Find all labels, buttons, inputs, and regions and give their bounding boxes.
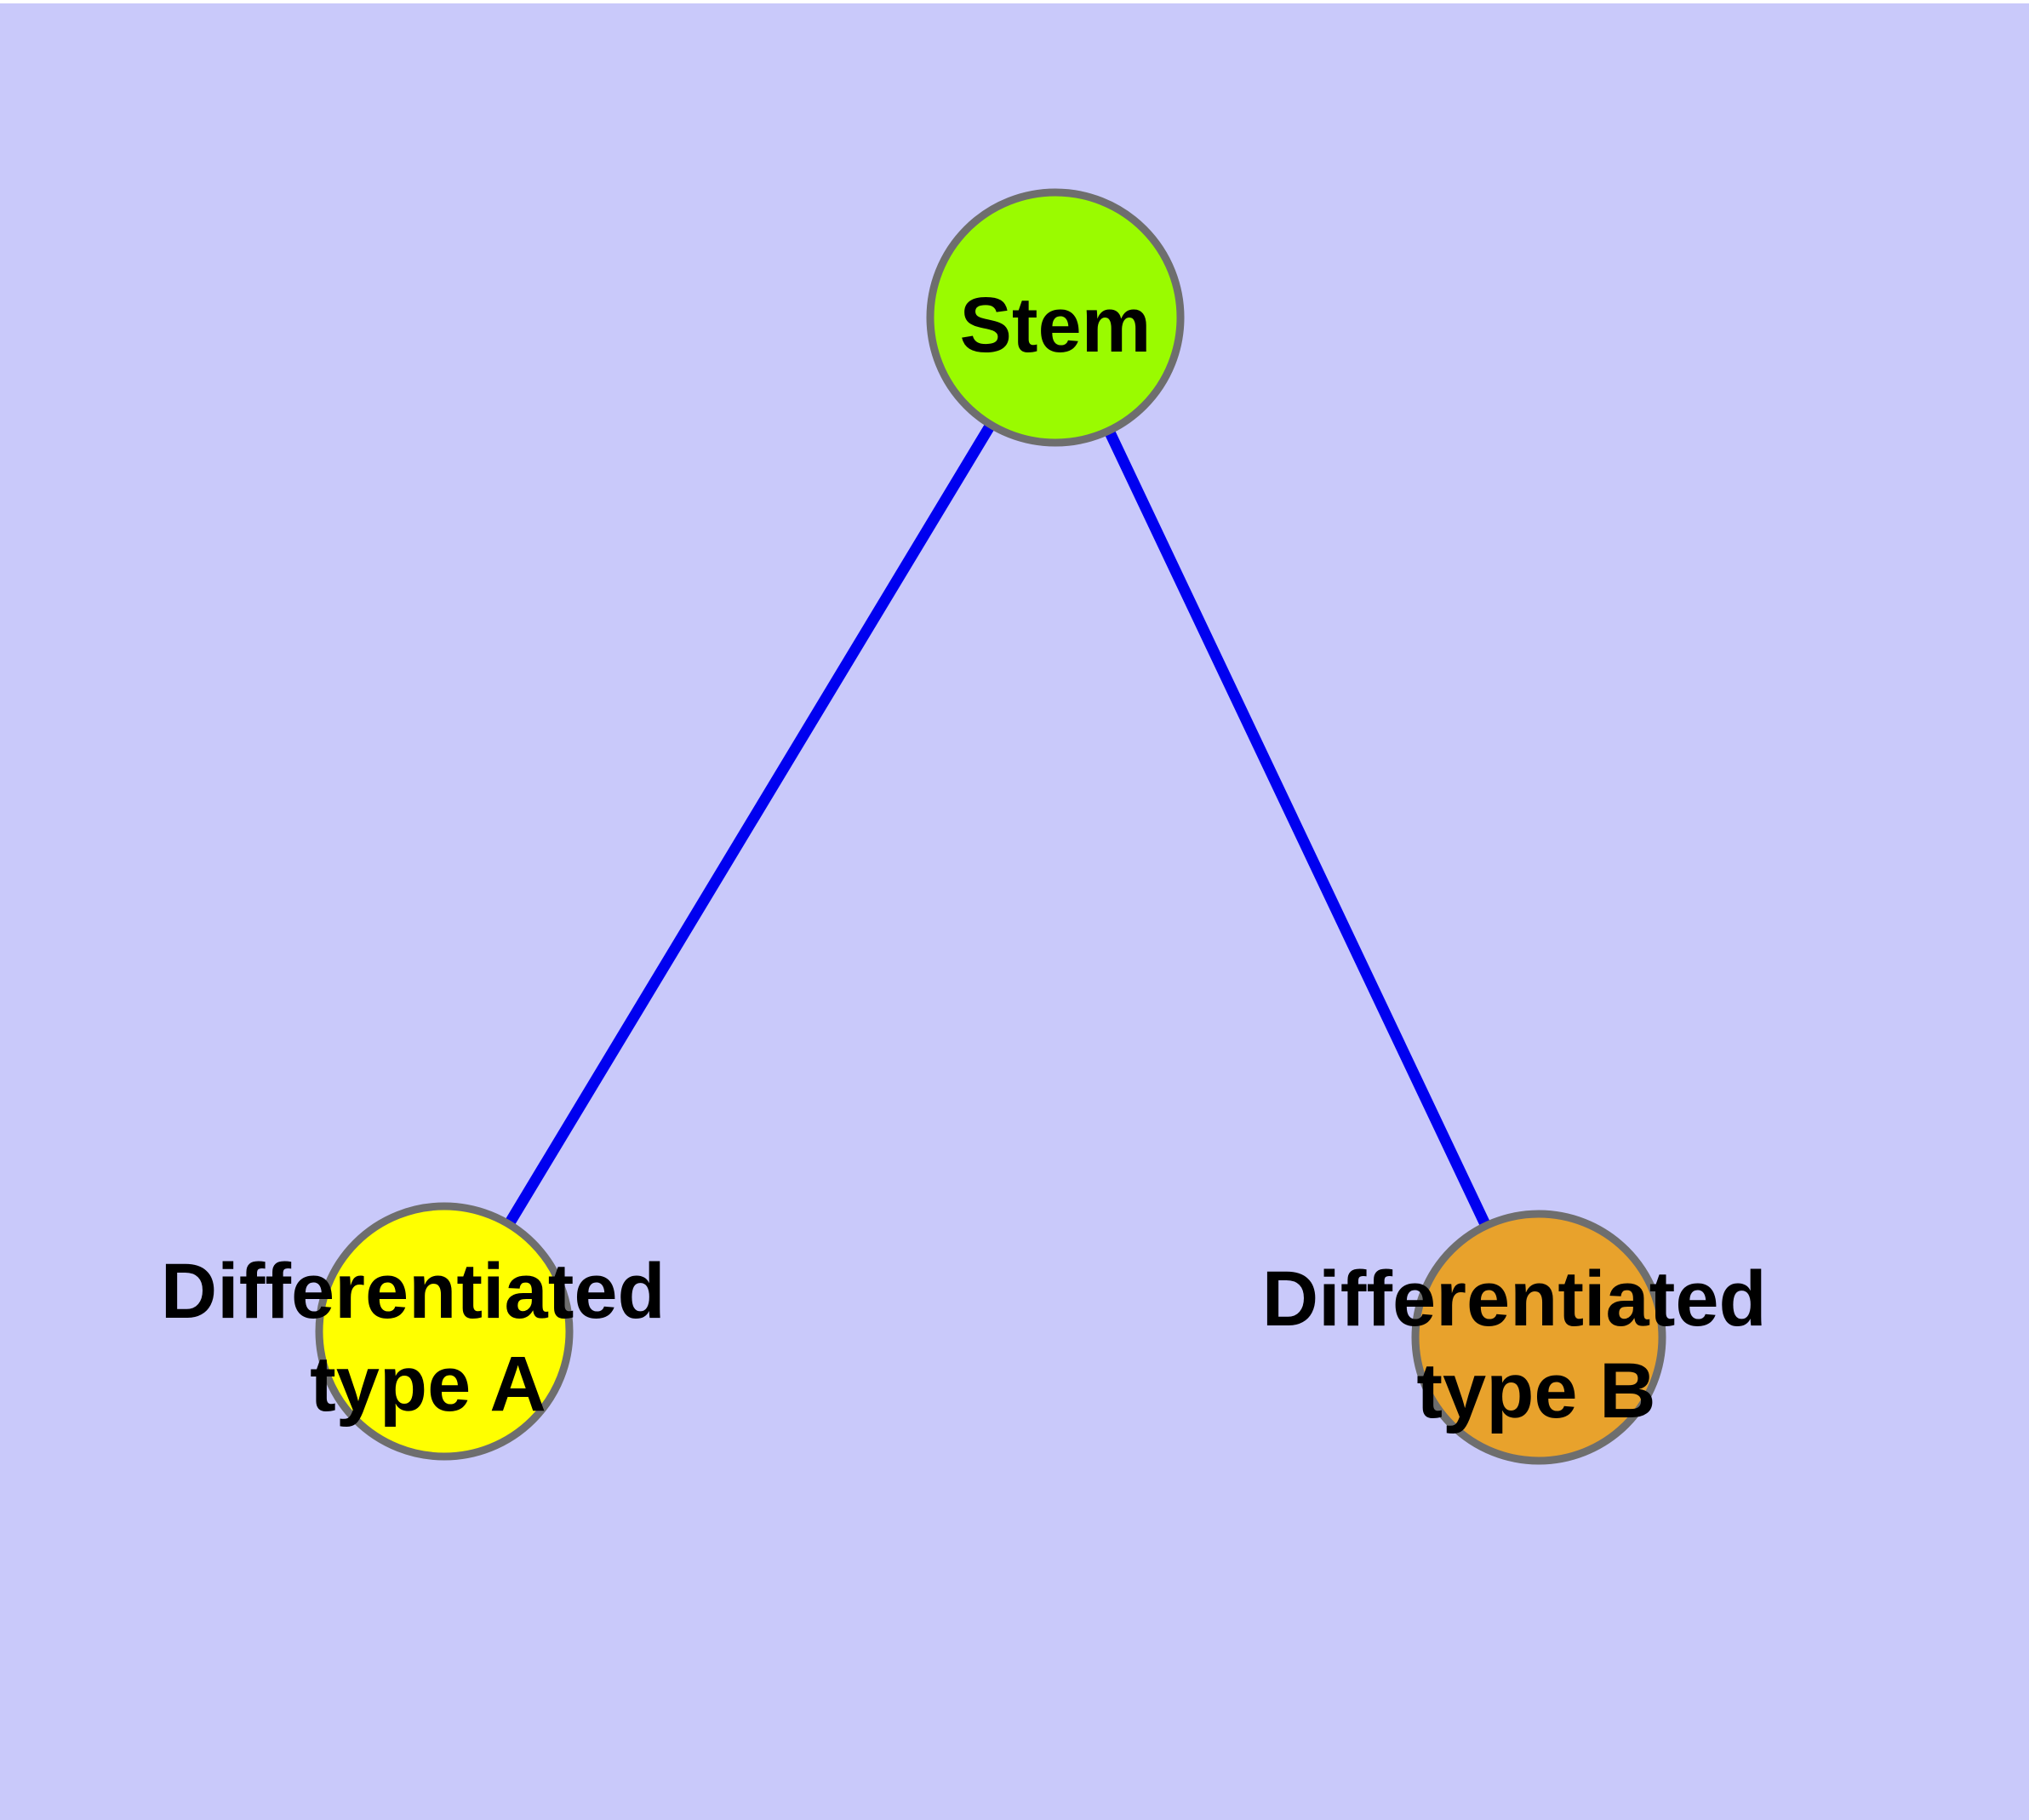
node-type-b-label: Differentiated type B [1262, 1256, 1789, 1434]
node-type-a-label-line-1: Differentiated [161, 1248, 666, 1335]
node-type-a-label-line-2: type A [310, 1341, 546, 1428]
node-differentiated-type-a[interactable] [315, 1202, 574, 1461]
node-differentiated-type-b[interactable] [1411, 1210, 1666, 1465]
edge-stem-to-type-a [439, 314, 1060, 1335]
node-type-b-label-line-1: Differentiated [1262, 1256, 1767, 1342]
edge-stem-to-type-b [1050, 315, 1544, 1340]
node-type-b-label-line-2: type B [1416, 1348, 1655, 1434]
node-stem-label: Stem [960, 282, 1152, 369]
node-stem[interactable] [926, 188, 1185, 447]
node-type-a-label: Differentiated type A [161, 1248, 688, 1428]
